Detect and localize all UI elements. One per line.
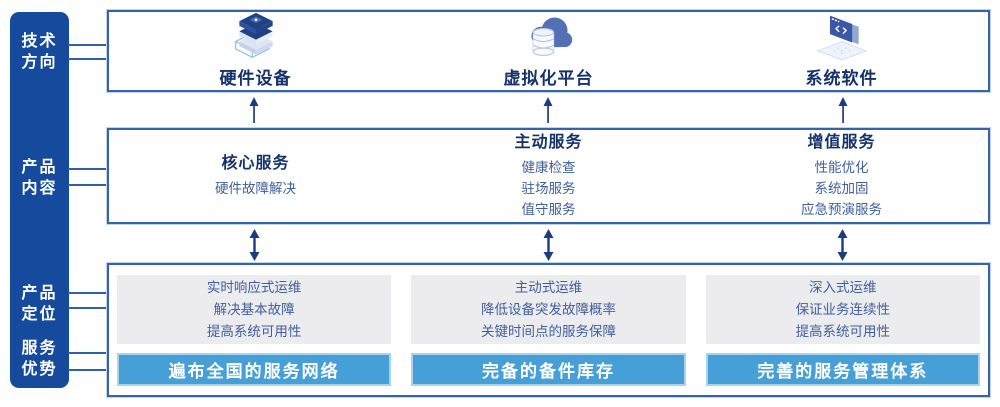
service-title: 主动服务 [514, 134, 583, 151]
advantage-banner: 遍布全国的服务网络 [117, 353, 392, 386]
positioning-line: 降低设备突发故障概率 [480, 301, 616, 317]
up-arrow-row [107, 95, 990, 125]
sidebar-label-product-position: 产品 定位 [21, 285, 58, 323]
positioning-panel: 深入式运维 保证业务连续性 提高系统可用性 [705, 275, 980, 345]
sidebar-label-product-content: 产品 内容 [21, 159, 58, 197]
up-arrow-icon [249, 97, 259, 123]
connector-line [68, 307, 108, 309]
double-arrow-icon [543, 228, 554, 261]
service-column-proactive: 主动服务 健康检查 驻场服务 值守服务 [402, 130, 695, 222]
service-column-core: 核心服务 硬件故障解决 [109, 130, 402, 222]
advantage-banner: 完善的服务管理体系 [705, 353, 980, 386]
server-stack-icon [225, 12, 287, 61]
service-item: 硬件故障解决 [215, 181, 296, 196]
positioning-panel: 实时响应式运维 解决基本故障 提高系统可用性 [117, 275, 392, 345]
tech-column-system-software: 系统软件 [695, 12, 988, 90]
sidebar-label-service-advantage: 服务 优势 [21, 340, 58, 378]
positioning-panel: 主动式运维 降低设备突发故障概率 关键时间点的服务保障 [411, 275, 686, 345]
positioning-line: 提高系统可用性 [206, 323, 302, 339]
positioning-line: 保证业务连续性 [795, 301, 891, 317]
positioning-line: 深入式运维 [809, 279, 877, 295]
up-arrow-icon [838, 97, 848, 123]
service-item: 驻场服务 [521, 181, 576, 196]
double-arrow-icon [837, 228, 848, 261]
service-item: 健康检查 [521, 160, 576, 175]
connector-line [68, 44, 108, 46]
positioning-line: 主动式运维 [514, 279, 583, 295]
connector-line [68, 184, 108, 186]
service-item: 值守服务 [521, 202, 576, 217]
positioning-line: 提高系统可用性 [795, 323, 891, 339]
tech-label: 硬件设备 [219, 69, 292, 88]
positioning-box: 实时响应式运维 解决基本故障 提高系统可用性 遍布全国的服务网络 主动式运维 降… [107, 263, 990, 397]
positioning-column-proactive: 主动式运维 降低设备突发故障概率 关键时间点的服务保障 完备的备件库存 [411, 275, 686, 386]
service-item: 应急预演服务 [801, 202, 882, 217]
service-item: 系统加固 [814, 181, 869, 196]
double-arrow-row [107, 228, 990, 261]
tech-column-virtualization: 虚拟化平台 [402, 12, 695, 90]
tech-label: 系统软件 [805, 69, 878, 88]
connector-line [68, 58, 108, 60]
advantage-banner: 完备的备件库存 [411, 353, 686, 386]
connector-line [68, 292, 108, 294]
cloud-database-icon [518, 13, 580, 61]
tech-direction-box: 硬件设备 [107, 10, 990, 92]
positioning-column-deep: 深入式运维 保证业务连续性 提高系统可用性 完善的服务管理体系 [705, 275, 980, 386]
positioning-line: 关键时间点的服务保障 [480, 323, 616, 339]
connector-line [68, 168, 108, 170]
double-arrow-icon [249, 228, 260, 261]
positioning-line: 实时响应式运维 [206, 279, 302, 295]
tech-label: 虚拟化平台 [503, 69, 594, 88]
service-column-value-added: 增值服务 性能优化 系统加固 应急预演服务 [695, 130, 988, 222]
connector-line [68, 369, 108, 371]
sidebar: 技术 方向 产品 内容 产品 定位 服务 优势 [10, 12, 69, 388]
tech-column-hardware: 硬件设备 [109, 12, 402, 90]
product-content-box: 核心服务 硬件故障解决 主动服务 健康检查 驻场服务 值守服务 增值服务 性能优… [107, 128, 990, 224]
connector-line [68, 352, 108, 354]
service-title: 核心服务 [221, 155, 290, 172]
up-arrow-icon [543, 97, 553, 123]
service-item: 性能优化 [814, 160, 869, 175]
sidebar-label-tech-direction: 技术 方向 [21, 33, 58, 71]
service-title: 增值服务 [807, 134, 876, 151]
positioning-line: 解决基本故障 [213, 301, 295, 317]
positioning-column-realtime: 实时响应式运维 解决基本故障 提高系统可用性 遍布全国的服务网络 [117, 275, 392, 386]
code-window-icon [811, 13, 873, 61]
